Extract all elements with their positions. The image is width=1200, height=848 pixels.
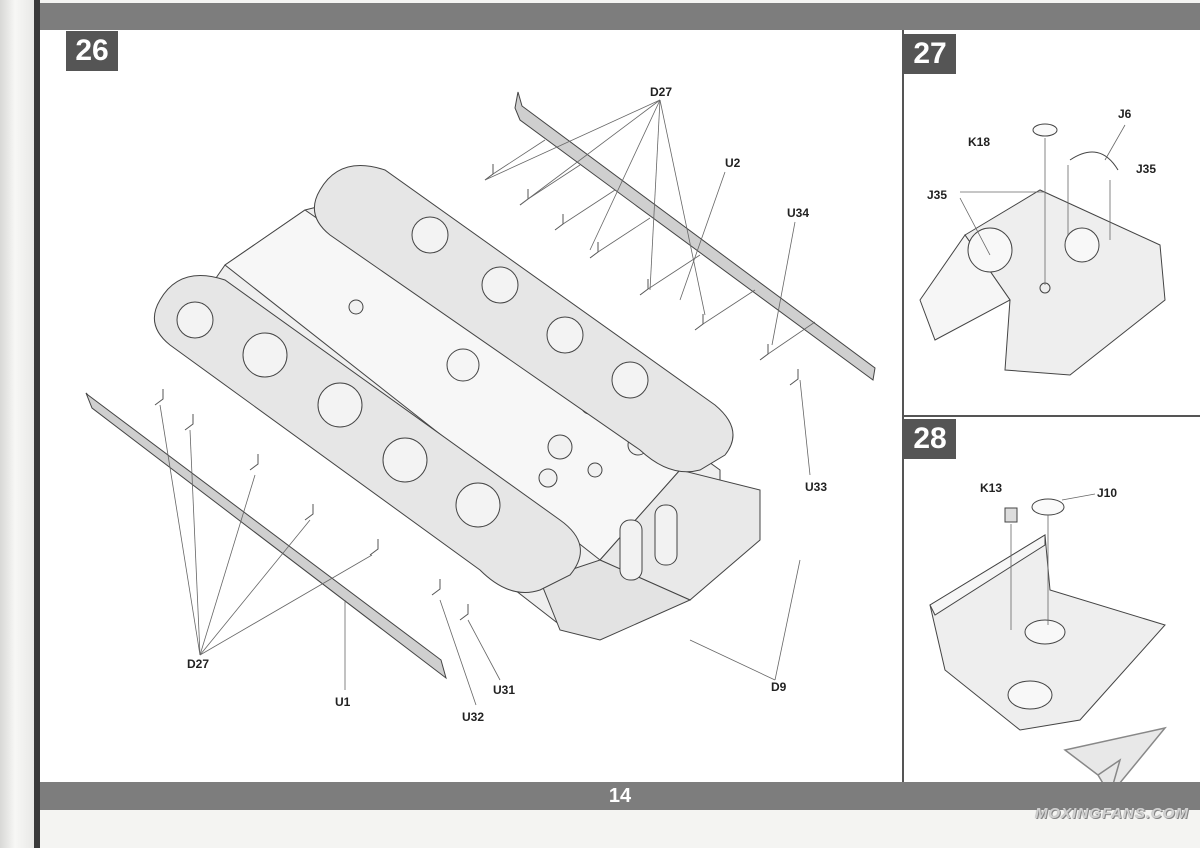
- exhaust-drawing: [619, 504, 678, 581]
- callout-k13: K13: [980, 481, 1003, 495]
- step-26-badge: 26: [66, 31, 118, 71]
- callout-d9: D9: [771, 680, 787, 694]
- callout-k18: K18: [968, 135, 991, 149]
- left-skirt-drawing: [85, 392, 447, 680]
- step-28-badge: 28: [904, 419, 956, 459]
- callout-u34: U34: [787, 206, 810, 220]
- panel-divider-horizontal: [904, 415, 1200, 417]
- watermark-text: MOXINGFANS.COM: [1035, 805, 1190, 822]
- right-skirt-drawing: [514, 91, 876, 381]
- callout-u2: U2: [725, 156, 741, 170]
- callout-u32: U32: [462, 710, 485, 724]
- step27-leader-lines: [959, 124, 1126, 285]
- callout-j35-right: J35: [1136, 162, 1157, 176]
- top-band: [40, 3, 1200, 30]
- step-27-badge: 27: [904, 34, 956, 74]
- callout-j6: J6: [1118, 107, 1132, 121]
- left-track-drawing: [153, 275, 581, 593]
- step28-part-drawing: [929, 498, 1166, 731]
- callout-d27-top: D27: [650, 85, 673, 99]
- page-number: 14: [608, 785, 632, 807]
- binding-line: [34, 0, 40, 848]
- binding-edge: [0, 0, 38, 848]
- step28-leader-lines: [1010, 493, 1096, 630]
- step26-leader-lines: [159, 99, 811, 706]
- callout-u1: U1: [335, 695, 351, 709]
- right-bracket-arrows: [492, 139, 816, 355]
- panel-divider-vertical: [902, 30, 904, 782]
- callout-j10: J10: [1097, 486, 1118, 500]
- step27-part-drawing: [919, 123, 1166, 376]
- callout-u31: U31: [493, 683, 516, 697]
- bottom-band: 14: [40, 782, 1200, 810]
- left-skirt-brackets: [154, 389, 469, 621]
- right-track-drawing: [313, 165, 734, 473]
- callout-d27-bottom: D27: [187, 657, 210, 671]
- callout-u33: U33: [805, 480, 828, 494]
- callout-j35-left: J35: [927, 188, 948, 202]
